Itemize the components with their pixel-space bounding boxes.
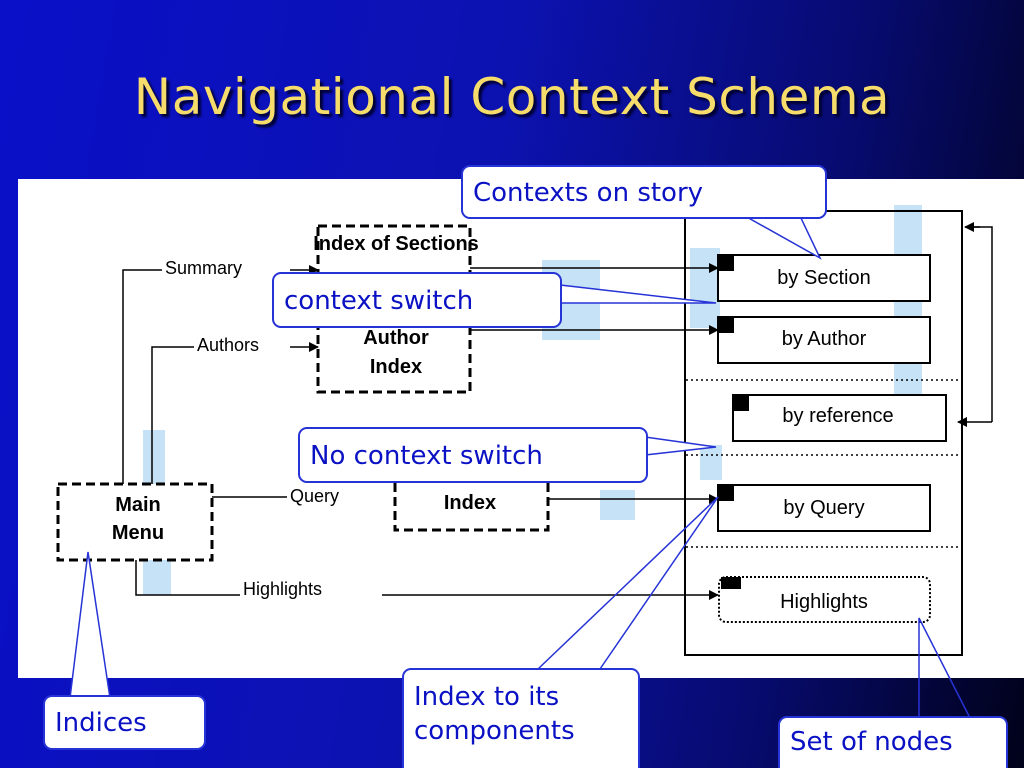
reference-loop <box>957 222 993 427</box>
author-index-label-2: Index <box>370 356 422 378</box>
band-query-right <box>600 490 635 520</box>
edges <box>122 263 719 600</box>
callout-no-context-switch: No context switch <box>298 427 648 483</box>
edge-highlights-line <box>135 560 240 596</box>
pointer-index-to-components <box>537 496 719 670</box>
slide-title: Navigational Context Schema <box>133 68 891 126</box>
context-by-query: by Query <box>717 484 931 532</box>
loop-line <box>972 226 993 422</box>
edge-authors-line <box>151 346 194 484</box>
main-menu-node: Main Menu <box>56 482 214 562</box>
anchor-square <box>718 255 734 271</box>
pointer-set-of-nodes <box>918 617 971 719</box>
main-menu-label-2: Menu <box>112 522 164 544</box>
edge-label-authors: Authors <box>197 335 259 355</box>
edge-label-highlights: Highlights <box>243 579 322 599</box>
callout-set-of-nodes: Set of nodes <box>778 716 1008 768</box>
edge-label-summary: Summary <box>165 258 242 278</box>
callout-context-switch: context switch <box>272 272 562 328</box>
callout-indices: Indices <box>43 695 206 750</box>
context-label-by-reference: by reference <box>782 405 893 427</box>
anchor-square <box>718 317 734 333</box>
edge-label-query: Query <box>290 486 339 506</box>
context-label-by-author: by Author <box>782 328 867 350</box>
callout-pointers <box>69 215 971 719</box>
band-menu-bottom <box>143 560 171 595</box>
pointer-indices <box>69 551 111 699</box>
context-by-author: by Author <box>717 316 931 364</box>
query-index-label: Index <box>444 492 496 514</box>
context-label-highlights: Highlights <box>780 591 868 613</box>
edge-summary-line <box>122 269 162 484</box>
band-query <box>700 445 722 480</box>
anchor-square <box>721 577 741 589</box>
context-highlights: Highlights <box>718 576 931 623</box>
context-label-by-query: by Query <box>783 497 864 519</box>
context-by-reference: by reference <box>732 394 947 442</box>
anchor-square <box>733 395 749 411</box>
callout-contexts-on-story: Contexts on story <box>461 165 827 219</box>
author-index-label-1: Author <box>363 327 429 349</box>
main-menu-label-1: Main <box>115 494 161 516</box>
index-of-sections-label: Index of Sections <box>313 233 479 255</box>
anchor-square <box>718 485 734 501</box>
callout-index-to-components: Index to its components <box>402 668 640 768</box>
pointer-contexts-on-story <box>742 215 822 260</box>
band-context-left <box>690 248 720 328</box>
callout-index-to-components-line-1: Index to its <box>414 682 560 712</box>
band-menu-top <box>143 430 165 490</box>
callout-index-to-components-line-2: components <box>414 716 575 746</box>
context-label-by-section: by Section <box>777 267 870 289</box>
context-by-section: by Section <box>717 254 931 302</box>
